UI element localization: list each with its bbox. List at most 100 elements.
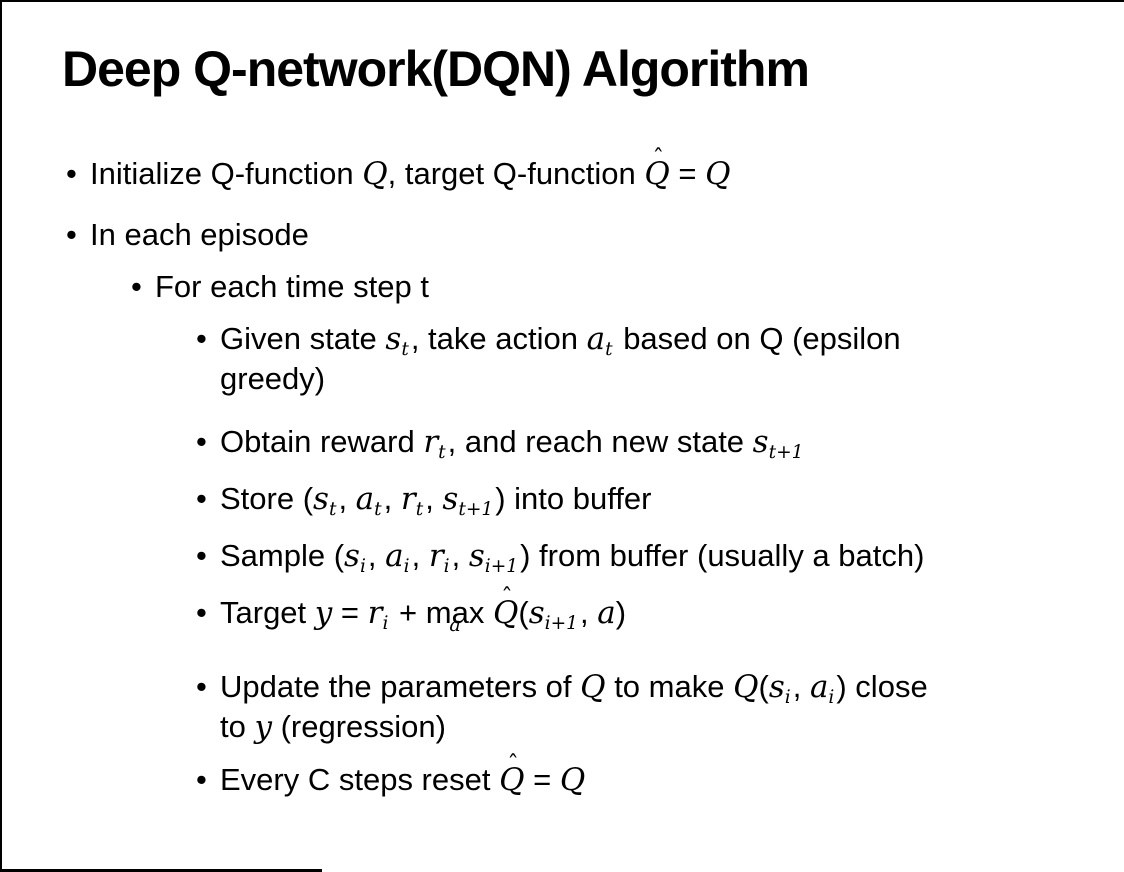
- math-variable: a: [586, 321, 606, 357]
- hat-accent: ˆ: [652, 144, 665, 172]
- math-variable: t: [605, 338, 613, 360]
- text-line: to y (regression): [220, 709, 928, 745]
- math-variable: s: [385, 321, 402, 357]
- text-run: =: [669, 156, 706, 191]
- text-run: Every C steps reset: [220, 762, 500, 797]
- math-variable: a: [809, 669, 829, 705]
- text-line: Sample (si, ai, ri, si+1) from buffer (u…: [220, 538, 924, 578]
- text-run: Sample (: [220, 538, 345, 573]
- text-run: (regression): [271, 709, 446, 744]
- math-variable: Q: [559, 762, 586, 798]
- text-run: =: [332, 595, 368, 630]
- bullet-text: Given state st, take action at based on …: [220, 321, 901, 396]
- math-variable: r: [400, 481, 416, 517]
- text-run: to make: [605, 669, 734, 704]
- math-variable: t: [328, 498, 337, 520]
- math-variable: i: [443, 555, 450, 577]
- list-item: •Initialize Q-function Q, target Q-funct…: [0, 147, 1110, 192]
- math-variable: s: [468, 538, 485, 574]
- math-variable: r: [423, 424, 439, 460]
- math-variable: i: [828, 686, 835, 708]
- math-variable: a: [355, 481, 375, 517]
- max-under-variable: a: [449, 612, 461, 636]
- bullet-text: Sample (si, ai, ri, si+1) from buffer (u…: [220, 538, 924, 578]
- math-variable: Q: [362, 156, 388, 192]
- text-line: Initialize Q-function Q, target Q-functi…: [90, 147, 731, 192]
- bullet-icon: •: [66, 156, 77, 191]
- text-run: (: [518, 595, 529, 630]
- text-run: , take action: [410, 321, 587, 356]
- text-line: Obtain reward rt, and reach new state st…: [220, 424, 805, 464]
- text-run: ,: [411, 538, 429, 573]
- math-variable: t: [374, 498, 382, 520]
- list-item: •Store (st, at, rt, st+1) into buffer: [0, 481, 1110, 521]
- math-variable: a: [385, 538, 404, 574]
- text-run: greedy): [220, 361, 326, 396]
- bullet-icon: •: [196, 595, 207, 630]
- text-line: Update the parameters of Q to make Q(si,…: [220, 669, 928, 709]
- math-variable: t: [438, 441, 446, 463]
- text-run: based on Q (epsilon: [614, 321, 901, 356]
- text-run: ,: [580, 595, 598, 630]
- math-variable: Q: [733, 669, 759, 705]
- math-variable: s: [313, 481, 329, 517]
- text-line: Store (st, at, rt, st+1) into buffer: [220, 481, 651, 521]
- math-variable: s: [344, 538, 360, 574]
- text-run: ,: [425, 481, 443, 516]
- bullet-icon: •: [196, 424, 207, 459]
- bullet-icon: •: [196, 762, 207, 797]
- math-variable: Q: [644, 156, 670, 192]
- list-item: •Obtain reward rt, and reach new state s…: [0, 424, 1110, 464]
- text-line: For each time step t: [155, 269, 429, 304]
- list-item: •Given state st, take action at based on…: [0, 321, 1110, 396]
- text-run: ): [615, 595, 627, 630]
- math-variable: Q: [499, 762, 525, 798]
- math-variable: s: [528, 595, 545, 631]
- math-variable: y: [314, 595, 333, 631]
- text-line: In each episode: [90, 217, 309, 252]
- text-line: Given state st, take action at based on …: [220, 321, 901, 361]
- math-variable: t+1: [768, 441, 804, 463]
- math-variable: y: [254, 709, 272, 745]
- text-run: Update the parameters of: [220, 669, 581, 704]
- text-run: Store (: [220, 481, 314, 516]
- math-variable: i: [784, 686, 791, 708]
- list-item: •Update the parameters of Q to make Q(si…: [0, 669, 1110, 745]
- math-variable: t: [401, 338, 409, 360]
- list-item: •In each episode: [0, 217, 1110, 252]
- text-run: For each time step t: [155, 269, 429, 304]
- bullet-icon: •: [196, 321, 207, 356]
- text-run: Target: [220, 595, 315, 630]
- math-variable: t: [415, 498, 424, 520]
- hat-accent: ˆ: [501, 583, 513, 611]
- text-run: Initialize Q-function: [90, 156, 363, 191]
- math-variable: s: [768, 669, 785, 705]
- bullet-icon: •: [131, 269, 142, 304]
- math-variable: i: [403, 555, 410, 577]
- text-run: ) into buffer: [495, 481, 652, 516]
- text-run: , target Q-function: [387, 156, 645, 191]
- math-variable: s: [752, 424, 769, 460]
- hat-accent: ˆ: [507, 750, 519, 778]
- text-run: ,: [383, 481, 401, 516]
- max-label: max: [425, 595, 485, 630]
- text-run: Given state: [220, 321, 386, 356]
- math-variable: r: [367, 595, 383, 631]
- text-run: Obtain reward: [220, 424, 424, 459]
- bullet-icon: •: [196, 538, 207, 573]
- math-variable: i: [359, 555, 366, 577]
- bullet-text: Update the parameters of Q to make Q(si,…: [220, 669, 928, 745]
- math-variable: Q: [705, 156, 731, 192]
- text-run: ) close: [836, 669, 928, 704]
- text-run: ,: [792, 669, 810, 704]
- math-variable: a: [597, 595, 616, 631]
- list-item: • For each time step t: [0, 269, 1110, 304]
- math-variable: Q: [492, 595, 519, 631]
